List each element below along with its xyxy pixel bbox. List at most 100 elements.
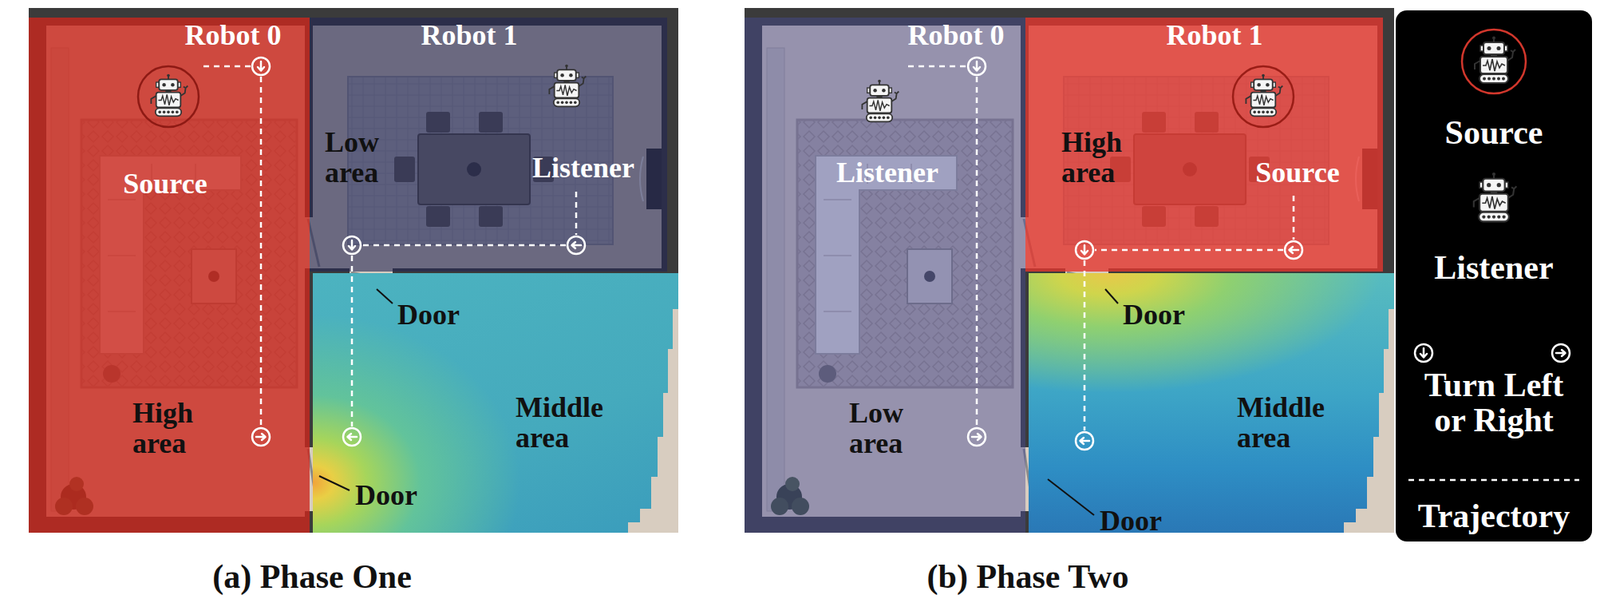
robot-arm	[1473, 197, 1480, 208]
robot-wheel	[1270, 110, 1274, 115]
turn-marker-ring	[1414, 343, 1433, 362]
robot-eye	[170, 82, 175, 87]
robot-track	[866, 113, 893, 122]
robot-eye	[1497, 182, 1502, 187]
robot-track	[1250, 107, 1277, 116]
robot-track	[1478, 212, 1510, 222]
trajectory-line	[260, 76, 263, 427]
turn-marker	[1075, 240, 1094, 259]
robot-name-label: Robot 1	[420, 20, 518, 52]
legend-label: Source	[1445, 114, 1544, 151]
robot-wheel	[1502, 214, 1506, 218]
turn-marker-ring	[1075, 431, 1094, 450]
robot-figure	[861, 79, 899, 123]
robot-body	[156, 92, 182, 108]
trajectory-line	[362, 244, 566, 247]
turn-marker	[343, 427, 361, 446]
robot-wheel	[569, 101, 573, 105]
robot-role-label: Source	[1255, 158, 1340, 189]
robot-arm	[1275, 86, 1283, 97]
floor-plan	[28, 7, 679, 533]
source-ring	[1461, 29, 1526, 94]
robot-wheel	[1252, 110, 1257, 115]
turn-marker-ring	[343, 236, 361, 254]
robot-wheel	[1487, 77, 1491, 81]
robot-wheel	[1266, 110, 1270, 115]
floor-plan-panel: ListenerLow areaSourceHigh areaMiddle ar…	[744, 7, 1395, 597]
robot-eye	[1265, 82, 1270, 87]
robot-wheel	[882, 116, 886, 120]
door-label: Door	[1122, 300, 1186, 331]
turn-marker	[252, 57, 270, 76]
area-label: Low area	[324, 127, 380, 189]
robot-wheel	[1492, 214, 1496, 218]
robot-wheel	[1261, 110, 1265, 115]
robot-wheel	[175, 110, 179, 115]
turn-marker-ring	[343, 427, 361, 446]
robot-arm	[1507, 49, 1516, 61]
robot-role-label: Source	[122, 169, 207, 200]
robot-name-label: Robot 0	[184, 20, 281, 52]
turn-marker-arrow	[348, 240, 356, 250]
turn-marker-ring	[252, 427, 270, 446]
robot-figure	[549, 64, 586, 107]
turn-marker	[1075, 431, 1094, 450]
turn-marker	[252, 427, 270, 446]
robot-head	[869, 84, 889, 96]
robot-antenna	[564, 64, 569, 68]
robot-icon: Source	[122, 64, 207, 200]
trajectory-line	[203, 65, 251, 68]
turn-marker-arrow	[1289, 246, 1300, 253]
door-leader-line	[376, 288, 393, 304]
robot-antenna	[877, 79, 881, 83]
robot-head	[1482, 178, 1505, 192]
robot-icon-drawing	[844, 67, 915, 138]
turn-marker-ring	[567, 236, 585, 254]
trajectory-line	[908, 65, 967, 68]
robot-icon: Source	[1231, 64, 1340, 189]
robot-icon-drawing	[133, 61, 204, 132]
legend-label: Trajectory	[1418, 497, 1570, 534]
robot-body	[867, 98, 893, 114]
robot-antenna	[1492, 36, 1496, 40]
robot-waveform	[1252, 94, 1273, 106]
robot-wheel	[171, 110, 175, 115]
turn-marker	[967, 57, 986, 76]
trajectory-line	[1094, 248, 1284, 252]
robot-waveform	[158, 94, 178, 106]
robot-arm	[578, 76, 586, 87]
turn-marker-ring	[967, 57, 986, 76]
area-label: High area	[132, 398, 194, 459]
legend-sample	[1461, 29, 1526, 94]
robot-figure	[1473, 172, 1518, 222]
robot-icon: Listener	[532, 59, 635, 184]
robot-body	[1480, 56, 1508, 74]
robot-wheel	[1482, 77, 1486, 81]
turn-marker-ring	[1284, 240, 1303, 259]
robot-track	[553, 98, 580, 107]
robot-wheel	[1487, 214, 1491, 218]
trajectory-line	[351, 255, 354, 427]
floor	[28, 7, 679, 533]
area-label: Low area	[849, 398, 904, 459]
robot-wheel	[1492, 77, 1496, 81]
turn-marker	[1552, 343, 1570, 362]
turn-marker	[343, 236, 361, 254]
robot-wheel	[1497, 214, 1501, 218]
robot-name-label: Robot 1	[1165, 20, 1263, 52]
robot-wheel	[158, 110, 162, 115]
robot-arm	[861, 101, 867, 110]
robot-waveform	[556, 84, 577, 96]
legend-sample	[1408, 479, 1580, 481]
robot-body	[1251, 92, 1277, 108]
robot-wheel	[873, 116, 878, 120]
turn-marker-arrow	[257, 61, 265, 72]
area-label: High area	[1061, 127, 1122, 189]
robot-role-label: Listener	[532, 153, 635, 184]
robot-eye	[161, 82, 166, 87]
robot-eye	[560, 73, 565, 78]
panel-caption: (a) Phase One	[212, 558, 412, 594]
door-leader-line	[1105, 288, 1119, 304]
turn-marker	[1284, 240, 1303, 259]
